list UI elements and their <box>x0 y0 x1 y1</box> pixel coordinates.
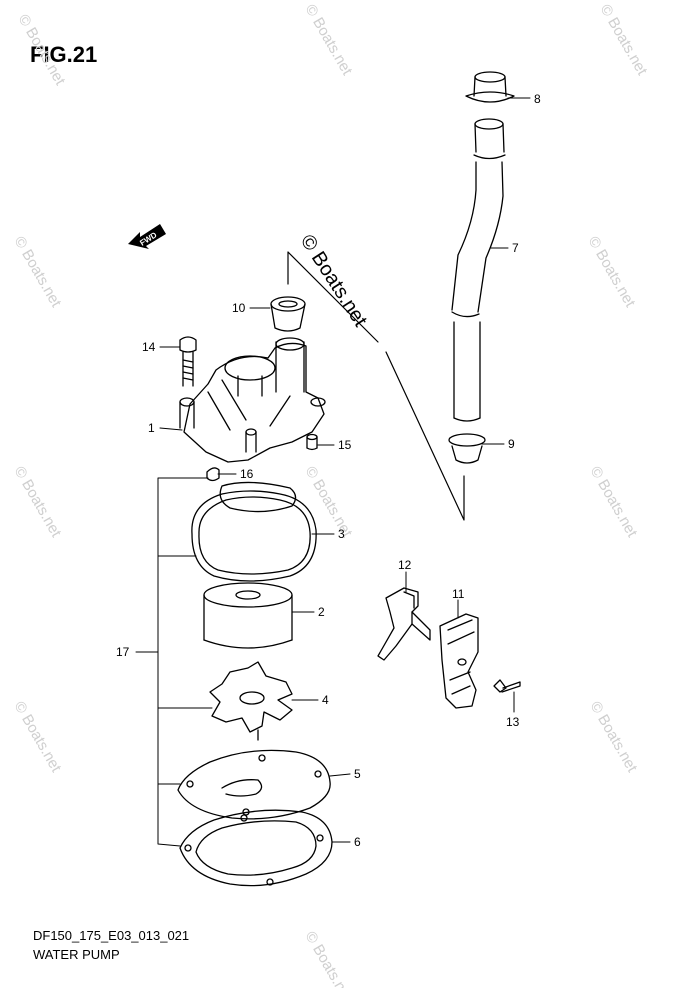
part-label-14: 14 <box>142 340 156 354</box>
watermark: © Boats.net <box>587 464 641 541</box>
part-label-15: 15 <box>338 438 352 452</box>
watermark: © Boats.net <box>302 929 356 988</box>
gasket-part <box>179 809 333 887</box>
part-label-17: 17 <box>116 645 130 659</box>
key-part <box>206 467 220 482</box>
grommet-part <box>448 433 486 464</box>
pump-housing-part <box>179 337 326 463</box>
part-label-6: 6 <box>354 835 361 849</box>
part-label-3: 3 <box>338 527 345 541</box>
reference-line <box>287 251 465 521</box>
leader-lines <box>135 97 531 847</box>
hose-cap-part <box>465 71 515 103</box>
watermark: © Boats.net <box>597 2 651 79</box>
part-label-1: 1 <box>148 421 155 435</box>
impeller-liner-part <box>203 582 293 649</box>
part-label-11: 11 <box>452 587 465 601</box>
watermark: © Boats.net <box>11 234 65 311</box>
dowel-pin-part <box>306 433 318 451</box>
figure-name: WATER PUMP <box>33 947 120 962</box>
part-label-7: 7 <box>512 241 519 255</box>
cover-plate-part <box>439 613 479 709</box>
watermark: © Boats.net <box>585 234 639 311</box>
forward-arrow-icon: FWD <box>128 224 166 249</box>
hose-part <box>451 118 506 422</box>
part-label-16: 16 <box>240 467 254 481</box>
part-label-12: 12 <box>398 558 412 572</box>
part-label-13: 13 <box>506 715 520 729</box>
impeller-part <box>209 661 293 741</box>
watermark: © Boats.net <box>302 2 356 79</box>
figure-code: DF150_175_E03_013_021 <box>33 928 190 943</box>
part-label-10: 10 <box>232 301 246 315</box>
part-labels: 8 7 9 10 14 1 15 16 3 2 17 4 5 6 12 11 1… <box>116 92 541 849</box>
part-label-8: 8 <box>534 92 541 106</box>
watermark-layer: © Boats.net © Boats.net © Boats.net © Bo… <box>11 2 651 988</box>
part-label-9: 9 <box>508 437 515 451</box>
watermark: © Boats.net <box>11 464 65 541</box>
figure-title: FIG.21 <box>30 42 98 67</box>
tube-grommet-part <box>270 296 306 332</box>
seal-ring-part <box>191 481 317 582</box>
part-label-5: 5 <box>354 767 361 781</box>
watermark: © Boats.net <box>587 699 641 776</box>
pump-plate-part <box>177 749 331 820</box>
watermark-main: © Boats.net <box>296 231 372 331</box>
screw-part <box>493 679 521 693</box>
watermark: © Boats.net <box>11 699 65 776</box>
part-label-2: 2 <box>318 605 325 619</box>
bolt-part <box>179 336 197 387</box>
watermark: © Boats.net <box>15 12 69 89</box>
bracket-part <box>377 587 431 661</box>
part-label-4: 4 <box>322 693 329 707</box>
